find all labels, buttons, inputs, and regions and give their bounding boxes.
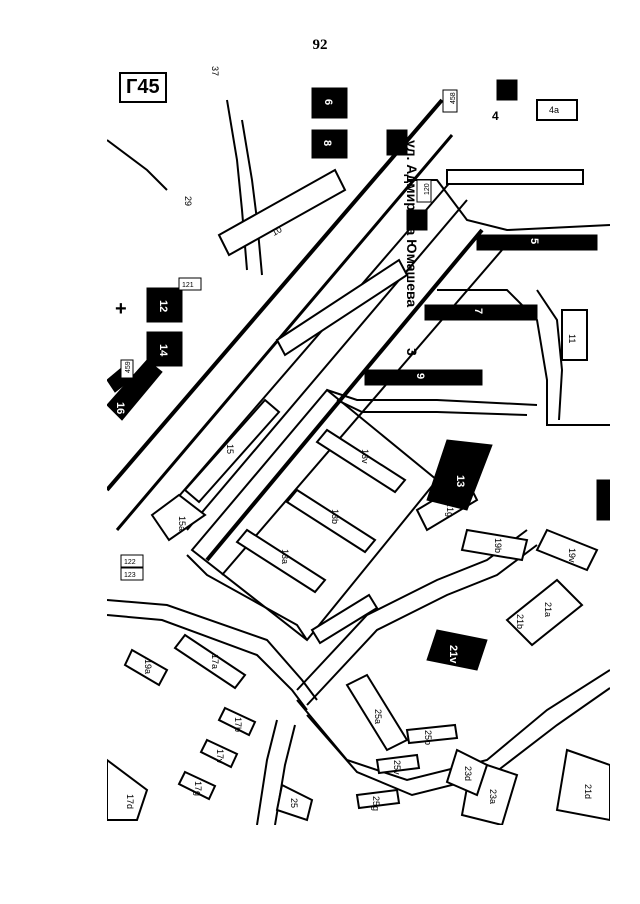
label-15: 15 — [225, 444, 235, 454]
label-25b: 25b — [423, 730, 433, 745]
label-15a: 15a — [177, 516, 187, 531]
label-17v: 17v — [215, 749, 225, 764]
pharmacy-cross-icon: + — [115, 298, 127, 320]
label-10: 10 — [270, 224, 284, 238]
label-14: 14 — [157, 344, 169, 357]
sheet-label: Г45 — [119, 72, 167, 103]
outline-building-labels: 4 4a 10 11 13v 13b 13a 15 15a 17a 17b 17… — [125, 66, 593, 811]
label-5: 5 — [528, 238, 540, 244]
label-21v: 21v — [447, 645, 459, 664]
label-21g: 21g — [445, 502, 455, 517]
label-25: 25 — [289, 798, 299, 808]
label-7: 7 — [472, 308, 484, 314]
road-number-120: 120 — [424, 183, 431, 195]
label-13a: 13a — [280, 549, 290, 564]
road-number-458: 458 — [450, 92, 457, 104]
label-19b: 19b — [493, 538, 503, 553]
label-21d: 21d — [583, 784, 593, 799]
map-canvas: 458 120 121 459 122 123 ул. Адмирала Юма… — [107, 66, 610, 825]
road-number-boxes — [120, 89, 458, 581]
road-number-459: 459 — [125, 361, 132, 373]
label-4a: 4a — [549, 105, 559, 115]
street-number: 3 — [404, 348, 420, 356]
label-21b: 21b — [515, 614, 525, 629]
page-number: 92 — [312, 37, 328, 53]
label-19v: 19v — [567, 548, 577, 563]
label-23d: 23d — [463, 766, 473, 781]
label-9: 9 — [414, 373, 426, 379]
label-21a: 21a — [543, 602, 553, 617]
label-17a: 17a — [210, 654, 220, 669]
label-13v: 13v — [360, 449, 370, 464]
label-11: 11 — [567, 334, 577, 343]
road-number-123: 123 — [124, 572, 136, 579]
filled-building-labels: 6 8 12 14 16 5 7 9 13 21v — [114, 99, 540, 664]
label-25v: 25v — [392, 760, 402, 775]
label-19a: 19a — [143, 659, 153, 674]
road-number-121: 121 — [182, 282, 194, 289]
label-12: 12 — [157, 300, 169, 312]
map-fragment: 458 120 121 459 122 123 ул. Адмирала Юма… — [107, 60, 610, 825]
road-number-122: 122 — [124, 559, 136, 566]
label-8: 8 — [321, 140, 333, 146]
label-6: 6 — [322, 99, 334, 105]
outline-buildings — [107, 99, 610, 825]
label-25g: 25g — [371, 796, 381, 811]
label-16: 16 — [114, 402, 126, 414]
label-23a: 23a — [488, 789, 498, 804]
filled-buildings — [107, 79, 610, 671]
street-name: ул. Адмирала Юмашева — [404, 140, 420, 307]
label-17d: 17d — [125, 794, 135, 809]
label-37: 37 — [210, 66, 220, 76]
label-4: 4 — [492, 109, 499, 123]
label-17g: 17g — [193, 781, 203, 796]
label-25a: 25a — [373, 709, 383, 724]
label-13: 13 — [454, 475, 466, 487]
label-13b: 13b — [330, 509, 340, 524]
label-17b: 17b — [233, 717, 243, 732]
label-29: 29 — [183, 196, 193, 206]
